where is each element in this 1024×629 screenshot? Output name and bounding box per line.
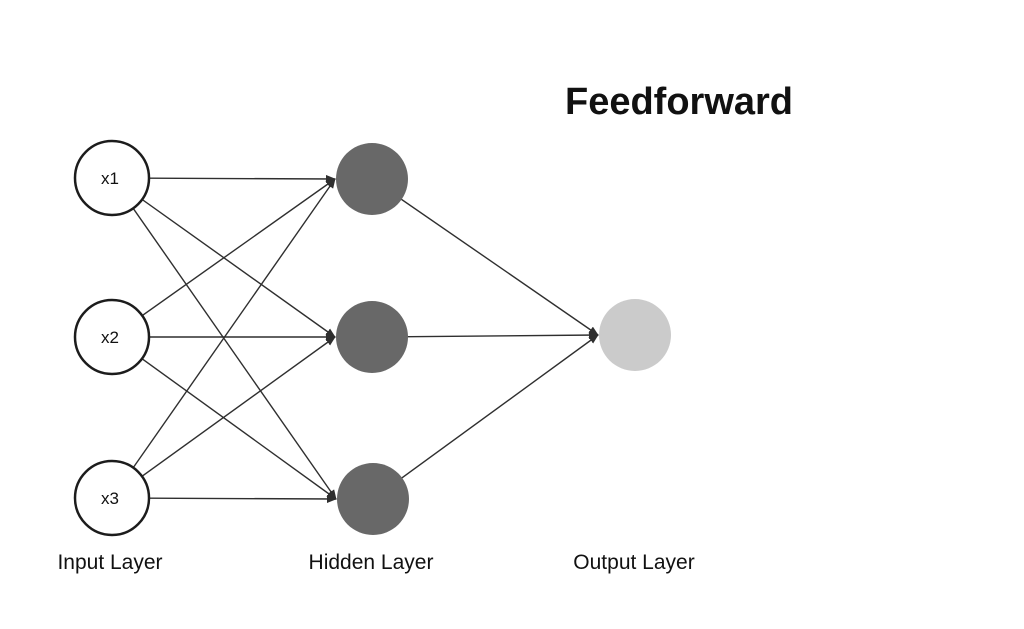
diagram-title: Feedforward bbox=[564, 81, 794, 123]
input-layer-label: Input Layer bbox=[57, 551, 163, 574]
edge-h3-o1 bbox=[372, 334, 599, 500]
output-node-o1 bbox=[599, 299, 671, 371]
hidden-node-h2 bbox=[336, 301, 408, 373]
input-node-x1 bbox=[73, 139, 151, 217]
edge-x3-h1 bbox=[111, 178, 336, 499]
output-layer-label: Output Layer bbox=[573, 551, 695, 574]
edge-h2-o1 bbox=[371, 331, 599, 340]
edge-x3-h2 bbox=[111, 336, 336, 499]
input-node-x3 bbox=[73, 459, 151, 537]
node-label-x3: x3 bbox=[101, 489, 119, 508]
hidden-node-h1 bbox=[336, 143, 408, 215]
hidden-node-h3 bbox=[337, 463, 409, 535]
edge-h1-o1 bbox=[371, 178, 599, 336]
node-label-x1: x1 bbox=[101, 169, 119, 188]
input-node-x2 bbox=[73, 298, 151, 376]
hidden-layer-label: Hidden Layer bbox=[308, 551, 434, 574]
edge-x2-h1 bbox=[111, 178, 336, 338]
node-label-x2: x2 bbox=[101, 328, 119, 347]
